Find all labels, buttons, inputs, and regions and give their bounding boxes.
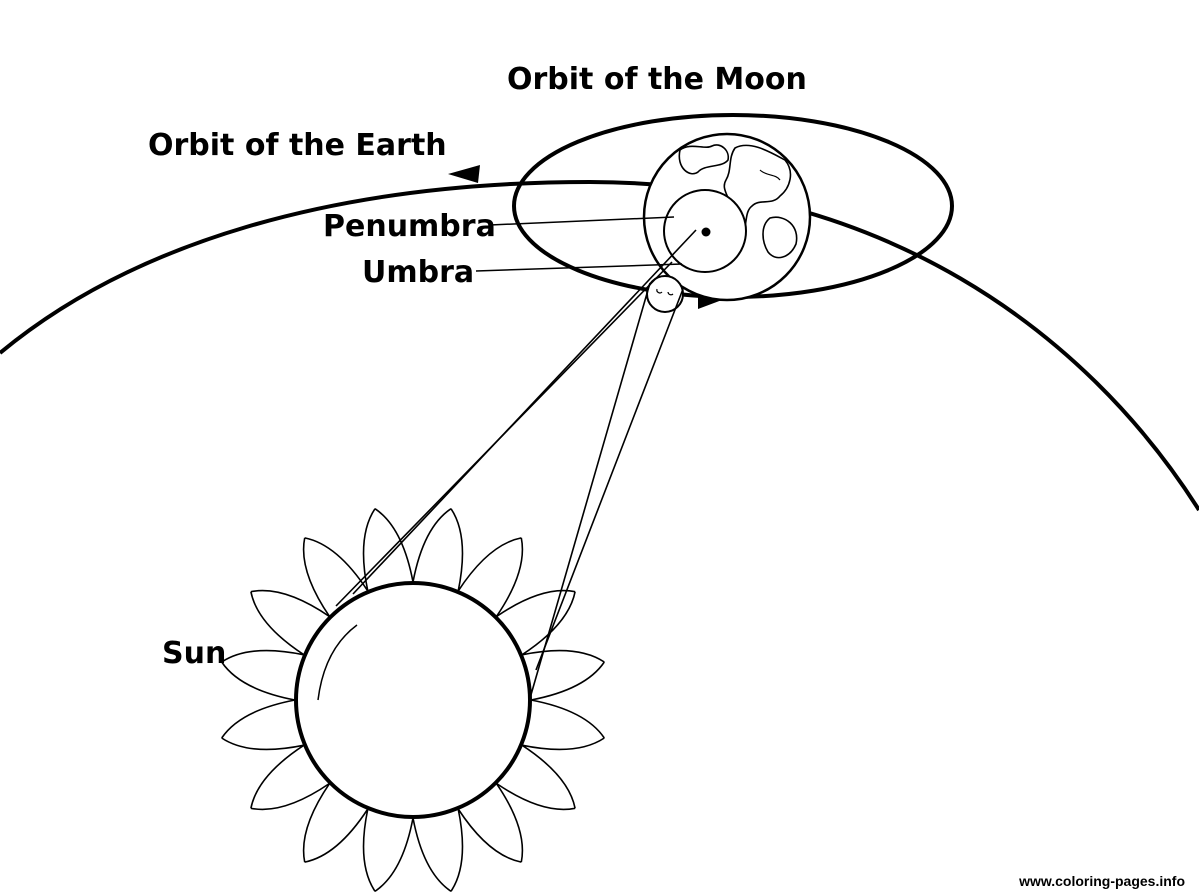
orbit-earth-label: Orbit of the Earth	[148, 128, 447, 163]
earth-orbit-arrow	[448, 165, 480, 183]
penumbra-leader-line	[489, 216, 675, 226]
watermark-text: www.coloring-pages.info	[1018, 873, 1185, 889]
moon-icon	[646, 275, 684, 313]
earth-orbit-path	[0, 179, 1199, 512]
sun-icon	[294, 581, 532, 819]
umbra-leader-line	[475, 263, 683, 272]
sun-label: Sun	[162, 636, 226, 671]
shadow-lines	[335, 229, 697, 713]
orbit-moon-label: Orbit of the Moon	[507, 62, 807, 97]
sun-rays-icon	[221, 508, 605, 892]
penumbra-label: Penumbra	[323, 209, 496, 244]
umbra-point	[701, 227, 711, 237]
umbra-label: Umbra	[362, 255, 474, 290]
